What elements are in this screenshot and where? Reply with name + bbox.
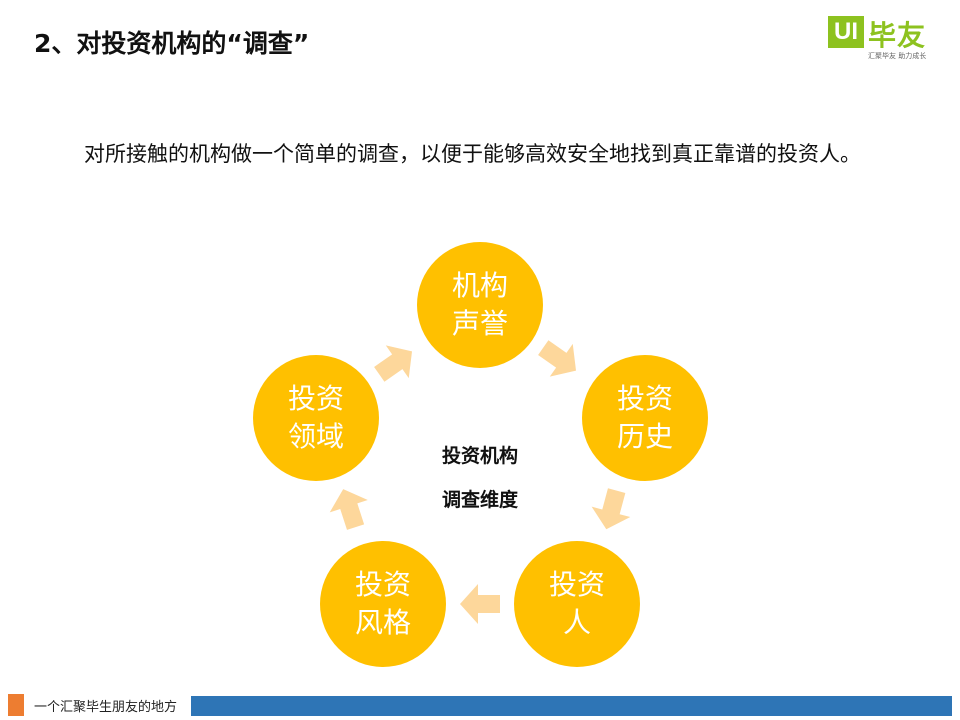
circle-label: 人 — [562, 606, 591, 639]
circle-label: 投资 — [616, 382, 673, 415]
circle-style: 投资 风格 — [320, 541, 446, 667]
circle-label: 投资 — [354, 568, 411, 601]
logo-tagline: 汇聚毕友 助力成长 — [868, 52, 927, 60]
slide-title: 2、对投资机构的“调查” — [34, 29, 310, 58]
center-line: 调查维度 — [441, 489, 518, 511]
circle-label: 领域 — [287, 420, 344, 453]
center-line: 投资机构 — [441, 445, 518, 467]
logo-mark: UI — [828, 16, 864, 48]
circle-history: 投资 历史 — [582, 355, 708, 481]
logo-name: 毕友 — [868, 19, 927, 52]
logo: UI 毕友 汇聚毕友 助力成长 — [828, 14, 943, 60]
intro-text: 对所接触的机构做一个简单的调查，以便于能够高效安全地找到真正靠谱的投资人。 — [84, 142, 861, 166]
circle-label: 声誉 — [451, 307, 508, 340]
arrow-icon — [329, 489, 368, 530]
arrow-icon — [591, 488, 631, 530]
circle-investor: 投资 人 — [514, 541, 640, 667]
circle-label: 历史 — [616, 420, 673, 453]
arrow-icon — [460, 584, 500, 624]
circle-label: 机构 — [451, 269, 508, 302]
circle-label: 风格 — [354, 606, 411, 639]
arrow-icon — [374, 345, 413, 382]
footer-square — [8, 694, 24, 716]
footer-bar — [191, 696, 952, 716]
circle-reputation: 机构 声誉 — [417, 242, 543, 368]
cycle-center-label: 投资机构 调查维度 — [400, 434, 560, 522]
circle-field: 投资 领域 — [253, 355, 379, 481]
circle-label: 投资 — [548, 568, 605, 601]
footer-text: 一个汇聚毕生朋友的地方 — [34, 700, 178, 715]
circle-label: 投资 — [287, 382, 344, 415]
arrow-icon — [538, 340, 577, 377]
